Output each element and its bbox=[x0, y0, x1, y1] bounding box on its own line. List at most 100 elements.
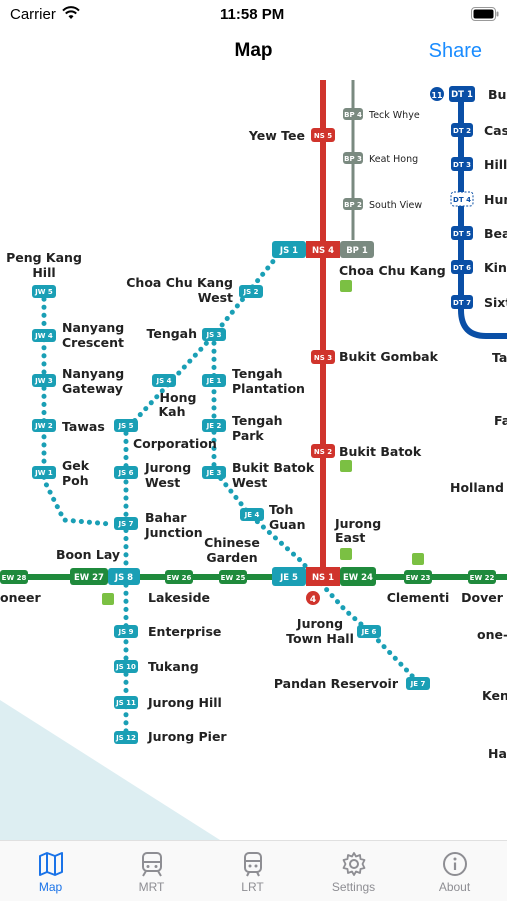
svg-text:Bukit Gombak: Bukit Gombak bbox=[339, 349, 439, 364]
station-jurong-east[interactable]: Jurong East JE 5 NS 1 EW 24 4 bbox=[272, 516, 381, 605]
svg-text:Enterprise: Enterprise bbox=[148, 624, 221, 639]
station-chinese-garden[interactable]: EW 25 Chinese Garden bbox=[204, 535, 260, 584]
station-bahar-junction[interactable]: JS 7 Bahar Junction bbox=[114, 510, 203, 540]
station-dt6[interactable]: DT 6 King bbox=[451, 260, 507, 275]
svg-text:JS 3: JS 3 bbox=[206, 331, 222, 339]
svg-text:South View: South View bbox=[369, 200, 422, 211]
map-canvas[interactable]: .ns-line { stroke:#d0342c; stroke-width:… bbox=[0, 74, 507, 840]
station-bukit-batok-west[interactable]: JE 3 Bukit Batok West bbox=[202, 460, 315, 490]
svg-text:BP 3: BP 3 bbox=[344, 155, 362, 163]
transit-map[interactable]: .ns-line { stroke:#d0342c; stroke-width:… bbox=[0, 74, 507, 840]
station-teck-whye[interactable]: BP 4 Teck Whye bbox=[343, 108, 420, 121]
station-south-view[interactable]: BP 2 South View bbox=[343, 198, 422, 211]
clock: 11:58 PM bbox=[220, 6, 285, 23]
station-nanyang-gateway[interactable]: JW 3 Nanyang Gateway bbox=[32, 366, 124, 396]
station-peng-kang-hill[interactable]: Peng Kang Hill JW 5 bbox=[6, 250, 82, 298]
svg-text:JS 12: JS 12 bbox=[115, 734, 136, 742]
station-dt3[interactable]: DT 3 Hilly bbox=[451, 157, 507, 172]
station-dover[interactable]: EW 22 Dover bbox=[461, 570, 504, 605]
svg-text:11: 11 bbox=[431, 91, 443, 100]
tram-icon bbox=[243, 852, 262, 877]
station-gek-poh[interactable]: JW 1 Gek Poh bbox=[32, 458, 90, 488]
svg-text:JW 1: JW 1 bbox=[34, 469, 53, 477]
station-jurong-hill[interactable]: JS 11 Jurong Hill bbox=[114, 695, 222, 710]
station-nanyang-crescent[interactable]: JW 4 Nanyang Crescent bbox=[32, 320, 124, 350]
station-jurong-town-hall[interactable]: JE 6 Jurong Town Hall bbox=[286, 616, 381, 646]
train-icon bbox=[141, 852, 162, 877]
station-tengah-park[interactable]: JE 2 Tengah Park bbox=[202, 413, 283, 443]
svg-text:Bea: Bea bbox=[484, 226, 507, 241]
station-tengah-plantation[interactable]: JE 1 Tengah Plantation bbox=[202, 366, 305, 396]
svg-text:EW 22: EW 22 bbox=[470, 574, 495, 582]
svg-text:Nanyang: Nanyang bbox=[62, 366, 124, 381]
svg-text:DT 3: DT 3 bbox=[453, 161, 471, 169]
station-dt4[interactable]: DT 4 Hun bbox=[450, 191, 507, 207]
station-toh-guan[interactable]: JE 4 Toh Guan bbox=[240, 502, 306, 532]
svg-text:Jurong: Jurong bbox=[334, 516, 381, 531]
svg-text:Peng Kang: Peng Kang bbox=[6, 250, 82, 265]
station-jurong-pier[interactable]: JS 12 Jurong Pier bbox=[114, 729, 227, 744]
svg-text:Gateway: Gateway bbox=[62, 381, 123, 396]
tab-settings[interactable]: Settings bbox=[303, 841, 404, 901]
carrier-label: Carrier bbox=[10, 6, 56, 23]
station-clementi[interactable]: EW 23 Clementi bbox=[387, 553, 450, 605]
svg-text:Chinese: Chinese bbox=[204, 535, 260, 550]
svg-text:BP 2: BP 2 bbox=[344, 201, 362, 209]
station-jurong-west[interactable]: JS 6 Jurong West bbox=[114, 460, 191, 490]
svg-text:NS 2: NS 2 bbox=[314, 448, 332, 456]
station-bukit-batok[interactable]: NS 2 Bukit Batok bbox=[311, 444, 422, 472]
svg-text:DT 1: DT 1 bbox=[451, 90, 473, 100]
svg-text:West: West bbox=[198, 290, 233, 305]
sea-area bbox=[0, 700, 220, 840]
station-boon-lay[interactable]: Boon Lay EW 27 JS 8 bbox=[56, 547, 140, 605]
svg-text:Bukit Batok: Bukit Batok bbox=[339, 444, 422, 459]
station-yew-tee[interactable]: NS 5 Yew Tee bbox=[248, 128, 335, 143]
tab-about[interactable]: About bbox=[404, 841, 505, 901]
station-lakeside[interactable]: EW 26 Lakeside bbox=[148, 570, 210, 605]
station-enterprise[interactable]: JS 9 Enterprise bbox=[114, 624, 221, 639]
svg-text:Kah: Kah bbox=[158, 404, 185, 419]
dt-line bbox=[458, 94, 507, 339]
svg-text:Choa Chu Kang: Choa Chu Kang bbox=[126, 275, 233, 290]
station-hong-kah[interactable]: JS 4 Hong Kah bbox=[152, 374, 196, 419]
bus-interchange-icon bbox=[340, 460, 352, 472]
share-button[interactable]: Share bbox=[428, 40, 482, 62]
station-tawas[interactable]: JW 2 Tawas bbox=[32, 419, 105, 434]
station-keat-hong[interactable]: BP 3 Keat Hong bbox=[343, 152, 418, 165]
station-pandan-reservoir[interactable]: JE 7 Pandan Reservoir bbox=[274, 676, 430, 691]
svg-text:Teck Whye: Teck Whye bbox=[368, 110, 420, 121]
station-tengah[interactable]: JS 3 Tengah bbox=[146, 326, 226, 341]
tab-lrt[interactable]: LRT bbox=[202, 841, 303, 901]
station-pioneer[interactable]: EW 28 oneer bbox=[0, 570, 41, 605]
svg-text:JS 11: JS 11 bbox=[115, 699, 136, 707]
navigation-bar: Map Share bbox=[0, 30, 507, 74]
tab-map[interactable]: Map bbox=[0, 841, 101, 901]
station-bukit-gombak[interactable]: NS 3 Bukit Gombak bbox=[311, 349, 439, 364]
gear-icon bbox=[342, 852, 365, 876]
svg-text:JE 1: JE 1 bbox=[206, 377, 222, 385]
page-title: Map bbox=[234, 40, 273, 61]
station-choa-chu-kang[interactable]: JS 1 NS 4 BP 1 Choa Chu Kang bbox=[272, 241, 446, 292]
station-dt2[interactable]: DT 2 Cash bbox=[451, 123, 507, 138]
label-kent: Kent bbox=[482, 688, 507, 703]
station-tukang[interactable]: JS 10 Tukang bbox=[114, 659, 199, 674]
svg-text:Tawas: Tawas bbox=[62, 419, 105, 434]
svg-text:JE 4: JE 4 bbox=[244, 511, 260, 519]
station-corporation[interactable]: JS 5 Corporation bbox=[114, 419, 217, 451]
station-dt5[interactable]: DT 5 Bea bbox=[451, 226, 507, 241]
jrl-je-line bbox=[211, 332, 421, 685]
svg-text:EW 26: EW 26 bbox=[167, 574, 192, 582]
station-dt1[interactable]: DT 1 Bul bbox=[449, 86, 507, 102]
bus-interchange-icon bbox=[102, 593, 114, 605]
label-ta: Ta bbox=[492, 350, 507, 365]
station-cck-west[interactable]: JS 2 Choa Chu Kang West bbox=[126, 275, 263, 305]
svg-text:JW 5: JW 5 bbox=[34, 288, 53, 296]
svg-text:JE 3: JE 3 bbox=[206, 469, 222, 477]
map-icon bbox=[38, 852, 63, 876]
svg-text:Hong: Hong bbox=[160, 390, 197, 405]
svg-text:West: West bbox=[145, 475, 180, 490]
svg-text:Garden: Garden bbox=[206, 550, 257, 565]
station-dt7[interactable]: DT 7 Sixt bbox=[451, 295, 507, 310]
svg-text:Cash: Cash bbox=[484, 123, 507, 138]
tab-mrt[interactable]: MRT bbox=[101, 841, 202, 901]
